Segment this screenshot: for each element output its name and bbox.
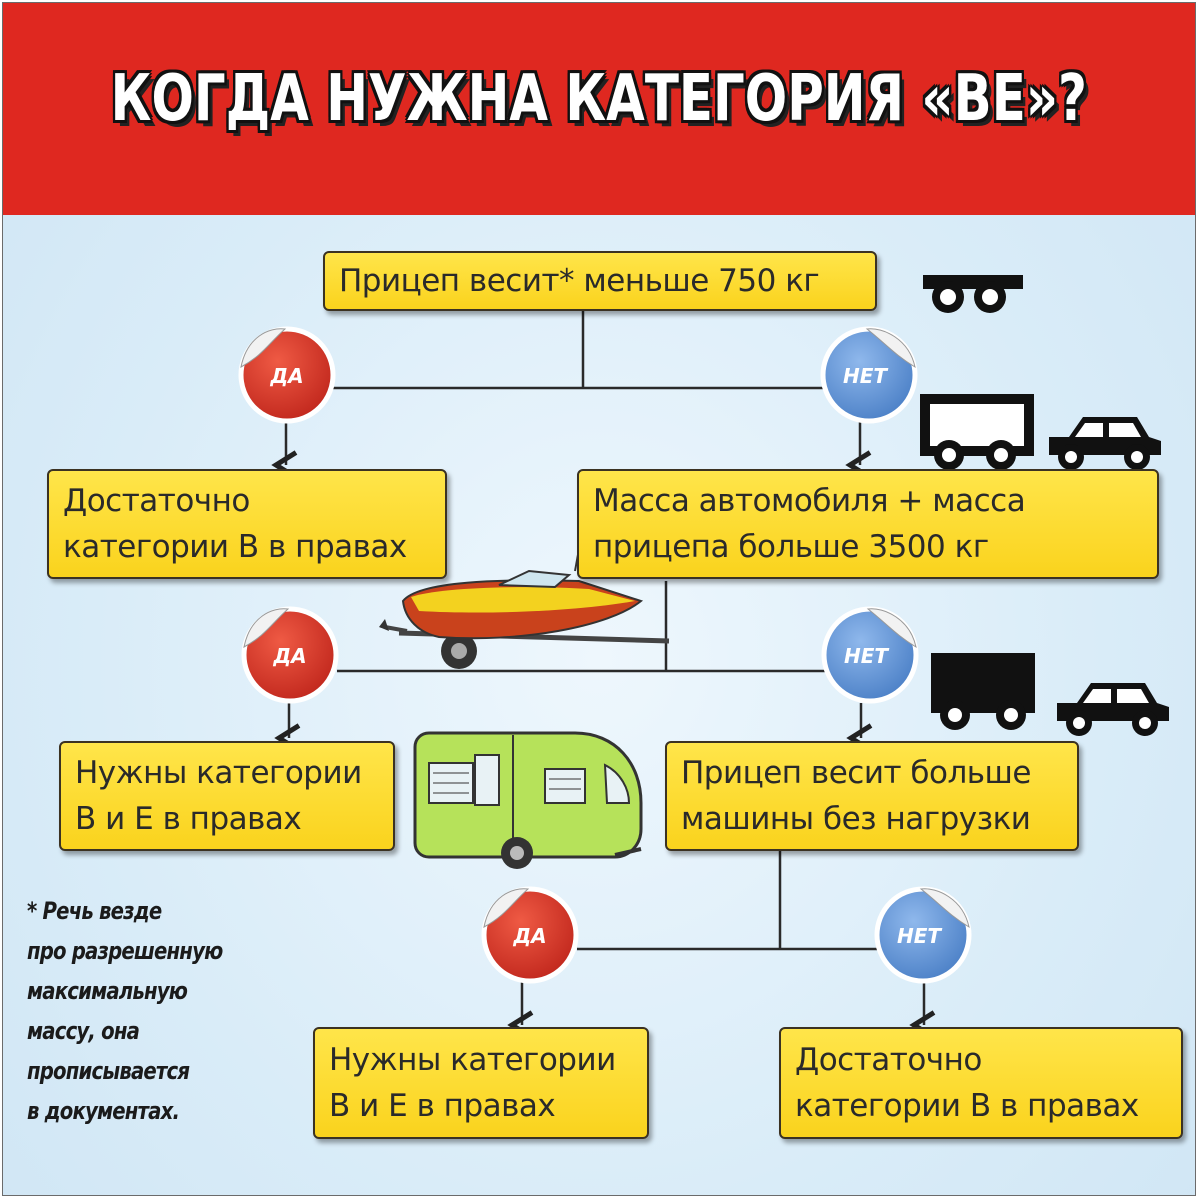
result-box-category-b: Достаточно категории В в правах [47, 469, 447, 579]
header-banner: КОГДА НУЖНА КАТЕГОРИЯ «ВЕ»? [3, 3, 1195, 215]
box-line: категории В в правах [63, 529, 407, 565]
box-line: Нужны категории [329, 1042, 616, 1078]
footnote-line: максимальную [27, 977, 188, 1005]
question-box-trailer-vs-car: Прицеп весит больше машины без нагрузки [665, 741, 1079, 851]
no-badge-1: НЕТ [820, 326, 918, 424]
box-line: категории В в правах [795, 1088, 1139, 1124]
yes-badge-label: ДА [272, 644, 306, 668]
yes-badge-1: ДА [238, 326, 336, 424]
box-line: Прицеп весит* меньше 750 кг [339, 263, 820, 299]
car-icon [1057, 683, 1169, 736]
connector-lines [271, 311, 936, 1040]
page-title: КОГДА НУЖНА КАТЕГОРИЯ «ВЕ»? [110, 62, 1088, 136]
caravan-icon [413, 731, 643, 869]
no-badge-label: НЕТ [843, 364, 888, 388]
yes-badge-label: ДА [269, 364, 303, 388]
box-line: Нужны категории [75, 755, 362, 791]
result-box-category-be: Нужны категории В и Е в правах [59, 741, 395, 851]
footnote-line: прописывается [27, 1057, 190, 1085]
footnote-line: про разрешенную [27, 937, 223, 965]
box-line: машины без нагрузки [681, 801, 1031, 837]
footnote: * Речь везде про разрешенную максимальну… [27, 891, 297, 1131]
flowchart-graphics: ДА НЕТ ДА НЕТ ДА НЕТ [238, 275, 1169, 1040]
no-badge-2: НЕТ [821, 606, 919, 704]
box-line: Достаточно [795, 1042, 982, 1078]
box-line: Достаточно [63, 483, 250, 519]
footnote-line: массу, она [27, 1017, 140, 1045]
no-badge-label: НЕТ [844, 644, 889, 668]
question-box-weight: Прицеп весит* меньше 750 кг [323, 251, 877, 311]
truck-icon [931, 653, 1035, 730]
trailer-icon [923, 275, 1023, 313]
box-line: Прицеп весит больше [681, 755, 1031, 791]
no-badge-3: НЕТ [874, 886, 972, 984]
question-box-total-mass: Масса автомобиля + масса прицепа больше … [577, 469, 1159, 579]
yes-badge-label: ДА [512, 924, 546, 948]
boat-on-trailer-icon [379, 548, 670, 669]
truck-icon [920, 394, 1034, 470]
box-line: Масса автомобиля + масса [593, 483, 1026, 519]
box-line: В и Е в правах [75, 801, 302, 837]
box-line: прицепа больше 3500 кг [593, 529, 989, 565]
yes-badge-2: ДА [241, 606, 339, 704]
result-box-category-b: Достаточно категории В в правах [779, 1027, 1183, 1139]
car-icon [1049, 417, 1161, 470]
box-line: В и Е в правах [329, 1088, 556, 1124]
footnote-line: * Речь везде [27, 897, 162, 925]
footnote-line: в документах. [27, 1097, 180, 1125]
result-box-category-be: Нужны категории В и Е в правах [313, 1027, 649, 1139]
yes-badge-3: ДА [481, 886, 579, 984]
no-badge-label: НЕТ [897, 924, 942, 948]
